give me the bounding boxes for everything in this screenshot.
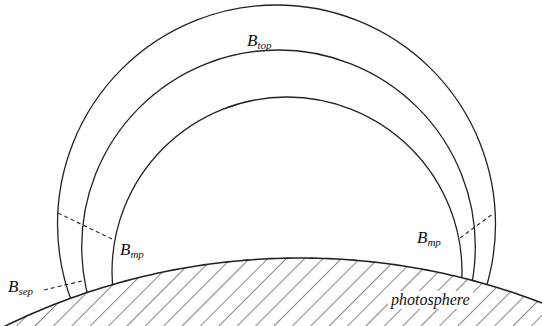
photosphere-shape bbox=[0, 250, 542, 326]
field-strength-label: Bmp bbox=[417, 229, 441, 248]
field-strength-label: Bmp bbox=[120, 241, 144, 260]
hatching bbox=[0, 258, 542, 326]
surface-line bbox=[0, 258, 542, 326]
field-strength-label: Btop bbox=[247, 32, 271, 51]
field-strength-label: Bsep bbox=[8, 278, 33, 297]
cross-section-line bbox=[460, 213, 494, 238]
cross-section-line bbox=[44, 281, 82, 290]
cross-section-line bbox=[58, 213, 112, 239]
region-label: photosphere bbox=[388, 291, 473, 309]
photosphere-band: photosphere bbox=[0, 250, 542, 326]
